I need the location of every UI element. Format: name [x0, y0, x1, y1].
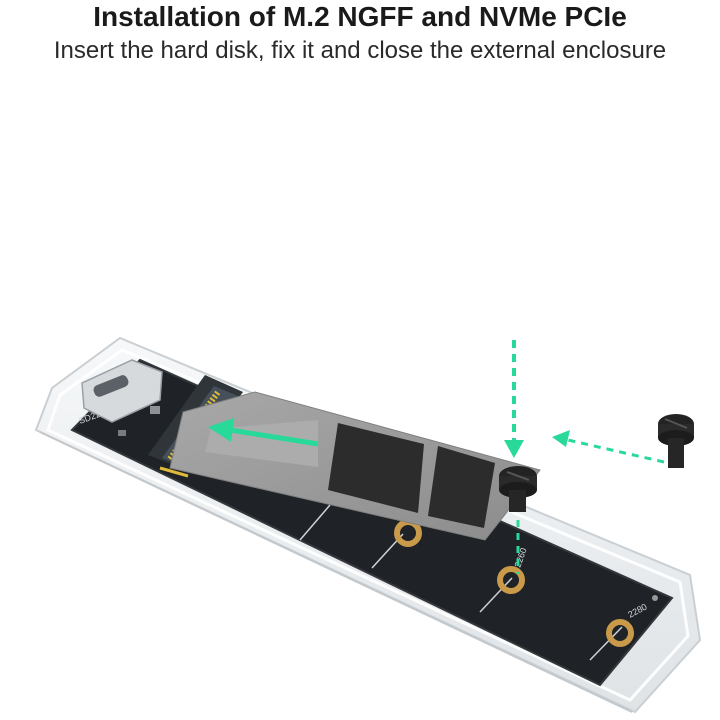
arrow-down-icon — [504, 440, 524, 458]
ssd-chip — [428, 446, 495, 528]
smd-component — [118, 430, 126, 436]
insert-arrow — [208, 418, 319, 447]
nvme-ssd — [169, 391, 541, 541]
page-subtitle: Insert the hard disk, fix it and close t… — [53, 37, 667, 64]
standoff-2280 — [606, 619, 634, 647]
page-title: Installation of M.2 NGFF and NVMe PCIe — [93, 1, 627, 32]
ssd-chip — [328, 423, 424, 513]
screw-hold-arrow — [552, 430, 665, 464]
circuit-board: 2260 2280 SD2203 — [70, 358, 674, 687]
screw-icon — [499, 466, 537, 512]
board-dot — [652, 595, 658, 601]
arrow-left-icon — [208, 418, 234, 442]
smd-component — [150, 406, 160, 414]
screw-icon — [658, 414, 694, 468]
arrow-left-icon — [552, 430, 570, 447]
usb-c-port-icon — [81, 359, 163, 423]
standoff-2260 — [497, 566, 525, 594]
screw-down-arrow — [504, 340, 524, 458]
